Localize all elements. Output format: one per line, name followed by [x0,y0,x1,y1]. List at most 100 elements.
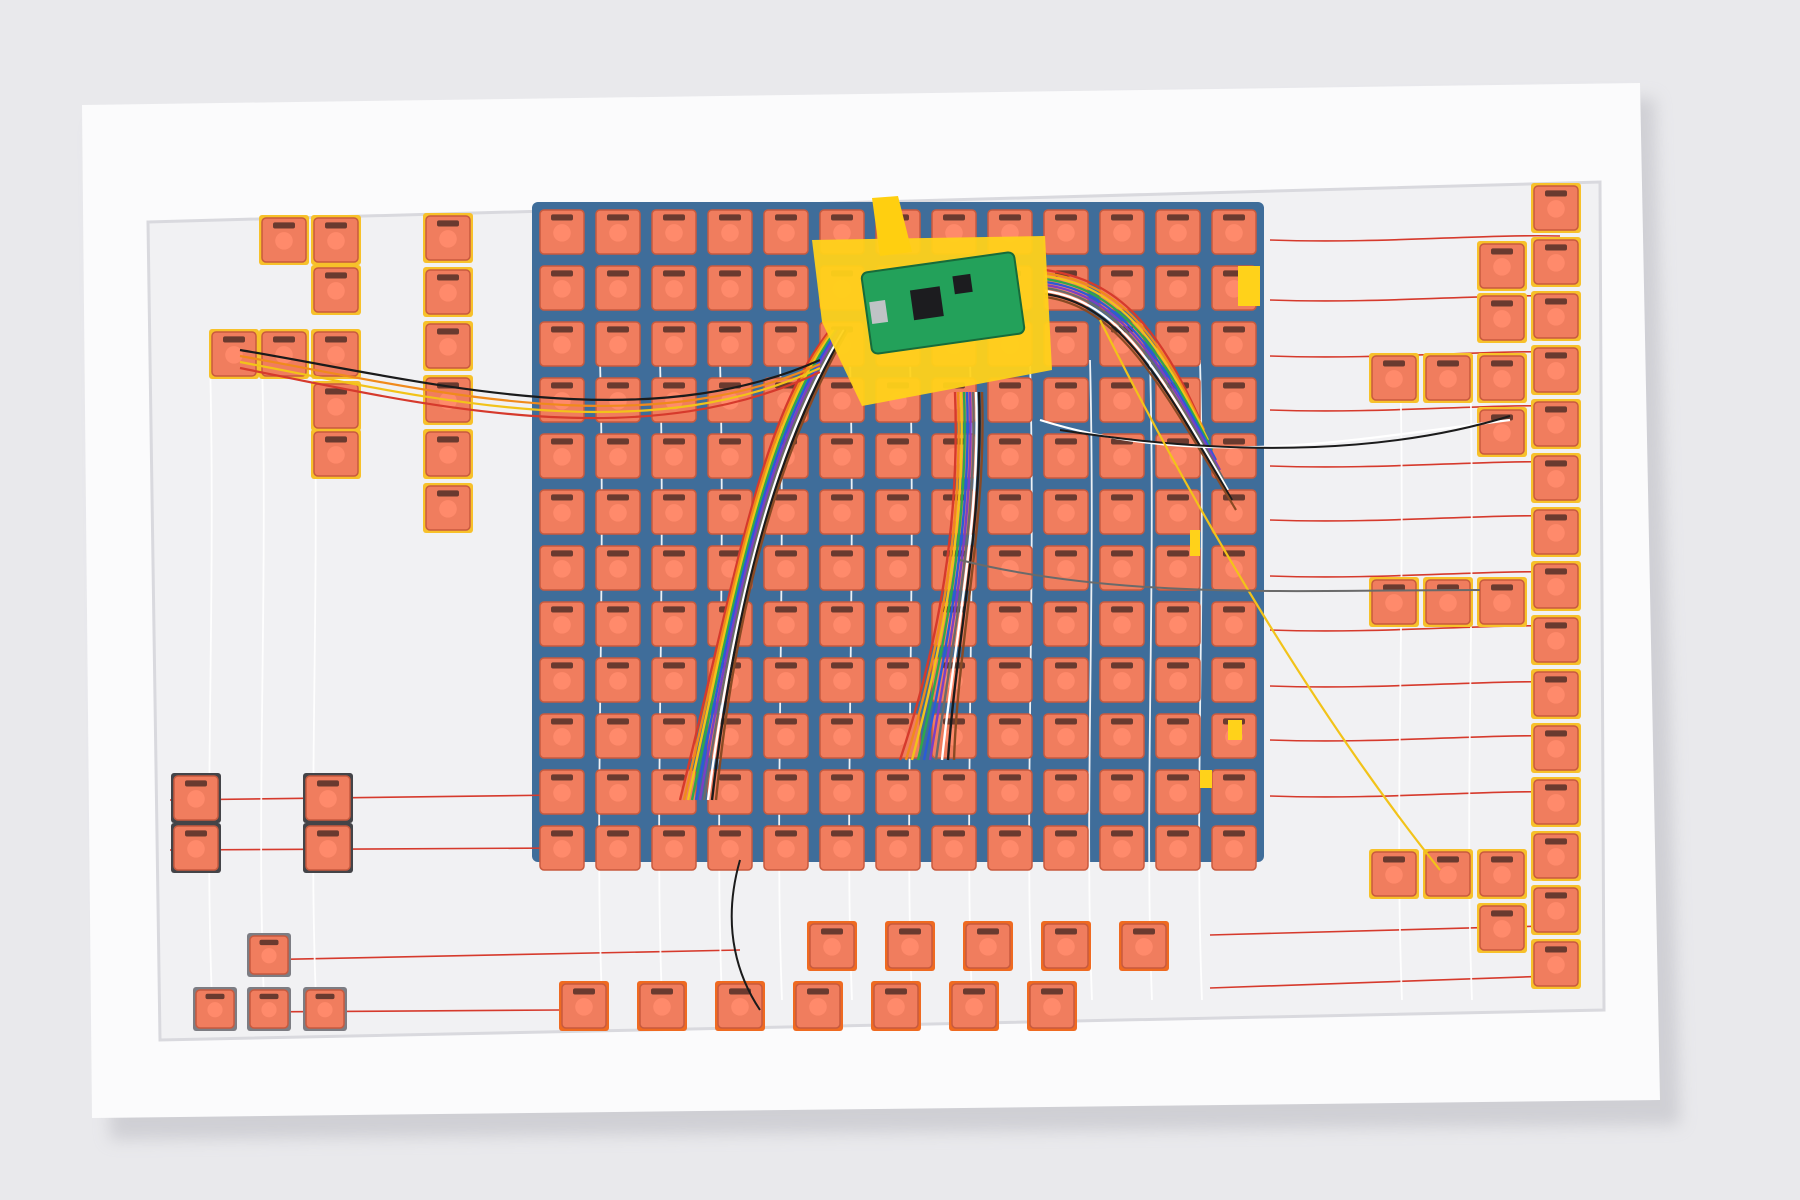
key-switch [1369,849,1419,899]
key-switch [1155,713,1201,759]
key-switch [1211,825,1257,871]
switch-stem [965,998,983,1016]
ribbon-wire [1044,271,1205,431]
switch-led-slot [943,830,965,837]
switch-led-slot [551,662,573,669]
switch-led-slot [437,328,459,335]
key-switch [303,987,347,1031]
ribbon-wire [904,391,960,761]
switch-led-slot [325,436,347,443]
switch-led-slot [663,550,685,557]
key-switch [539,265,585,311]
key-switch [423,321,473,371]
switch-stem [1057,392,1075,410]
key-switch [875,825,921,871]
key-switch [819,545,865,591]
switch-stem [319,790,337,808]
switch-led-slot [1545,784,1567,791]
switch-stem [1547,902,1565,920]
key-switch [1043,601,1089,647]
switch-stem [327,346,345,364]
key-switch [1423,577,1473,627]
switch-stem [1169,280,1187,298]
key-switch [651,601,697,647]
switch-stem [609,672,627,690]
switch-led-slot [1167,550,1189,557]
switch-stem [1057,560,1075,578]
switch-stem [1169,840,1187,858]
switch-led-slot [607,270,629,277]
key-switch [987,545,1033,591]
switch-stem [889,448,907,466]
ribbon-wire [934,391,975,761]
key-switch [1211,769,1257,815]
key-switch [595,489,641,535]
switch-stem [1225,616,1243,634]
key-switch [987,489,1033,535]
switch-led-slot [1223,214,1245,221]
switch-stem [609,504,627,522]
switch-led-slot [999,550,1021,557]
row-wire [1269,790,1561,798]
switch-stem [553,504,571,522]
ribbon-wire [922,391,969,761]
switch-led-slot [1223,382,1245,389]
key-switch [1477,293,1527,343]
switch-stem [889,504,907,522]
switch-led-slot [775,774,797,781]
switch-led-slot [1545,730,1567,737]
key-switch [539,713,585,759]
row-wire [169,847,561,851]
switch-led-slot [185,780,207,787]
key-switch [1477,577,1527,627]
controller-assembly [812,196,1052,406]
switch-led-slot [551,494,573,501]
switch-stem [887,998,905,1016]
switch-stem [777,504,795,522]
switch-stem [439,338,457,356]
switch-stem [833,784,851,802]
switch-stem [777,224,795,242]
switch-led-slot [999,438,1021,445]
switch-led-slot [1545,946,1567,953]
key-switch [1155,657,1201,703]
ribbon-wire [928,391,972,761]
switch-stem [439,284,457,302]
switch-led-slot [719,438,741,445]
switch-led-slot [719,494,741,501]
switch-stem [1385,866,1403,884]
key-switch [931,769,977,815]
row-wire [1269,680,1561,688]
switch-led-slot [663,830,685,837]
switch-stem [1169,224,1187,242]
key-switch [1531,453,1581,503]
ribbon-wire [1044,274,1209,441]
switch-stem [1547,524,1565,542]
switch-stem [833,672,851,690]
switch-stem [777,840,795,858]
switch-stem [1113,280,1131,298]
key-switch [1211,657,1257,703]
switch-led-slot [1111,606,1133,613]
long-wire [1059,415,1511,449]
key-switch [1211,489,1257,535]
switch-led-slot [775,326,797,333]
key-switch [819,377,865,423]
switch-stem [1547,632,1565,650]
switch-led-slot [325,336,347,343]
ribbon-wire [952,391,984,761]
key-switch [651,265,697,311]
key-switch [651,209,697,255]
switch-stem [809,998,827,1016]
switch-led-slot [1055,774,1077,781]
switch-stem [777,280,795,298]
switch-stem [777,560,795,578]
switch-led-slot [607,774,629,781]
switch-stem [327,282,345,300]
switch-led-slot [1167,606,1189,613]
switch-stem [1113,224,1131,242]
switch-stem [275,346,293,364]
switch-led-slot [1055,550,1077,557]
switch-led-slot [729,988,751,995]
switch-led-slot [663,382,685,389]
